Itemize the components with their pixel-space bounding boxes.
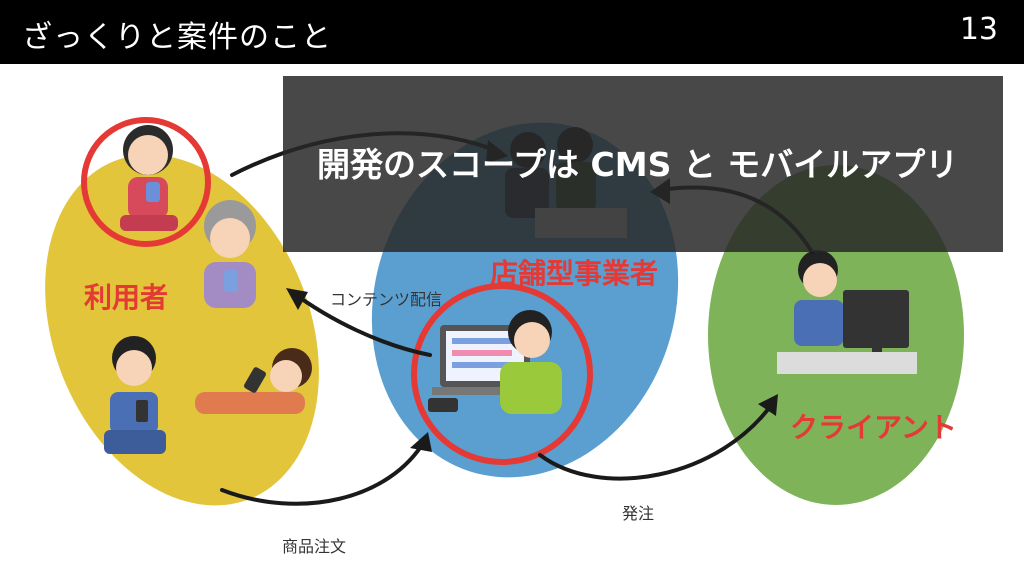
woman-with-phone-illustration bbox=[120, 125, 178, 231]
client-group-label: クライアント bbox=[790, 411, 957, 444]
product-order-label: 商品注文 bbox=[282, 537, 347, 556]
store-highlight-circle bbox=[411, 283, 593, 465]
users-group-label: 利用者 bbox=[84, 281, 169, 314]
boy-with-phone-illustration bbox=[104, 336, 166, 454]
page-number: 13 bbox=[959, 12, 998, 47]
man-at-laptop-illustration bbox=[428, 310, 562, 414]
lying-woman-illustration bbox=[195, 348, 312, 414]
slide-title: ざっくりと案件のこと bbox=[22, 20, 332, 55]
order-label: 発注 bbox=[622, 504, 655, 523]
client-at-computer-illustration bbox=[777, 250, 917, 374]
scope-overlay-text: 開発のスコープは CMS と モバイルアプリ bbox=[317, 145, 959, 184]
arrow-order bbox=[538, 398, 777, 481]
content-delivery-label: コンテンツ配信 bbox=[330, 290, 443, 309]
scope-overlay-banner: 開発のスコープは CMS と モバイルアプリ bbox=[283, 76, 1003, 252]
users-highlight-circle bbox=[81, 117, 211, 247]
arrow-product-order bbox=[220, 438, 427, 506]
slide-header: ざっくりと案件のこと 13 bbox=[0, 0, 1024, 64]
arrow-content-delivery bbox=[290, 290, 432, 357]
grandmother-illustration bbox=[204, 200, 256, 308]
store-group-label: 店舗型事業者 bbox=[490, 257, 659, 290]
